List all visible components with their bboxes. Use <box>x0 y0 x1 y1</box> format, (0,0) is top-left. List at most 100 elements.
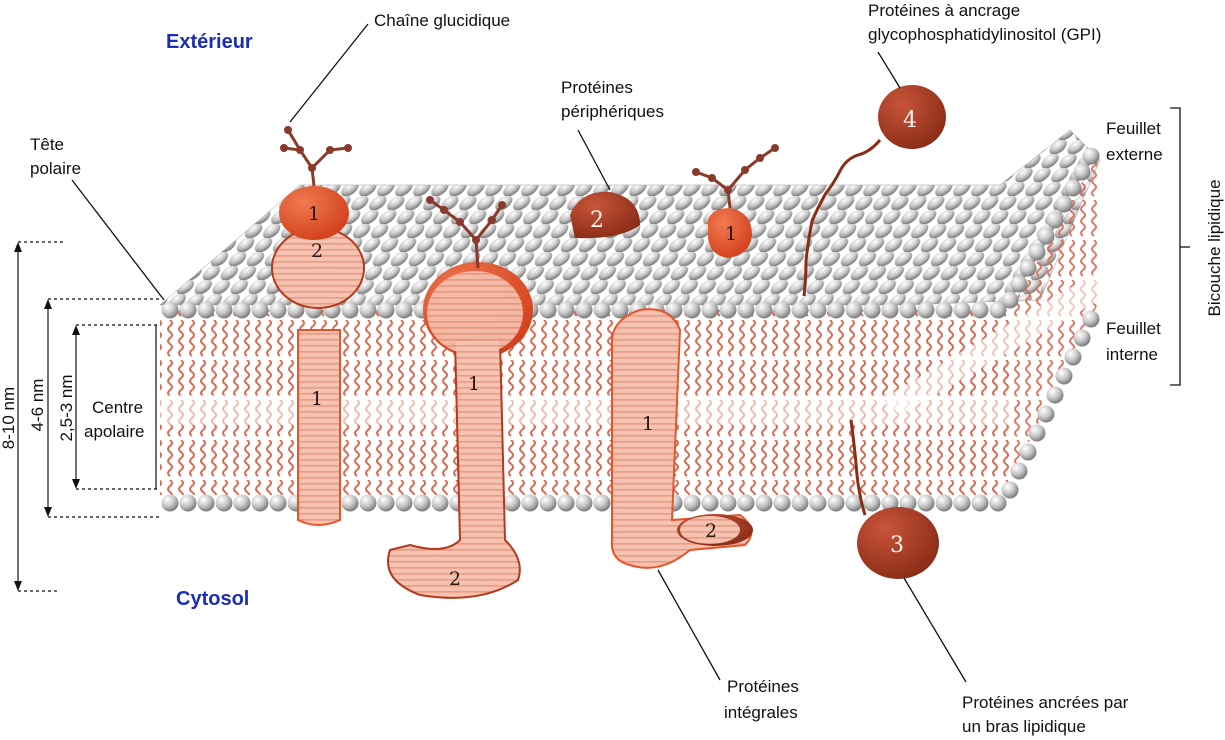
protein-number: 1 <box>725 223 737 245</box>
exterior-label: Extérieur <box>166 31 253 53</box>
lipid-head <box>845 494 863 512</box>
lipid-head <box>1055 195 1073 213</box>
lipid-head <box>269 301 287 319</box>
lipid-head <box>539 301 557 319</box>
gpi-anchored-protein: 4 <box>802 85 946 297</box>
integral-label-line1: Protéines <box>727 677 799 696</box>
inner-leaflet-label-line1: Feuillet <box>1106 319 1161 338</box>
lipid-head <box>791 494 809 512</box>
lipid-head <box>719 301 737 319</box>
bilayer-label: Bicouche lipidique <box>1205 179 1224 316</box>
protein-number: 3 <box>890 533 904 558</box>
lipid-head <box>773 494 791 512</box>
lipid-head <box>935 301 953 319</box>
lipid-head <box>395 301 413 319</box>
lipid-head <box>539 494 557 512</box>
lipid-head <box>809 494 827 512</box>
lipid-head <box>1037 227 1055 245</box>
lipid-head <box>557 494 575 512</box>
lipid-head <box>1064 348 1082 366</box>
protein-number: 1 <box>468 373 480 395</box>
lipid-head <box>1010 275 1028 293</box>
lipid-head <box>899 494 917 512</box>
lipid-head <box>215 494 233 512</box>
protein-number: 2 <box>590 208 604 233</box>
lipid-head <box>233 301 251 319</box>
lipid-head <box>1019 443 1037 461</box>
peripheral-protein-2: 2 <box>570 191 640 239</box>
lipid-head <box>827 494 845 512</box>
lipid-head <box>1019 259 1037 277</box>
lipid-head <box>989 301 1007 319</box>
lipid-head <box>431 494 449 512</box>
lipid-head <box>359 494 377 512</box>
lipid-head <box>683 494 701 512</box>
gpi-label-line2: glycophosphatidylinositol (GPI) <box>868 25 1101 44</box>
lipid-head <box>1010 462 1028 480</box>
lipid-head <box>1073 329 1091 347</box>
lipid-anchor-label-line2: un bras lipidique <box>962 717 1086 736</box>
lipid-head <box>1064 179 1082 197</box>
polar-head-label-line2: polaire <box>30 159 81 178</box>
lipid-head <box>413 494 431 512</box>
inner-leaflet-label-line2: interne <box>1106 345 1158 364</box>
lipid-head <box>1001 291 1019 309</box>
integral-protein-middle: 1 2 <box>387 262 533 599</box>
gpi-label-line1: Protéines à ancrage <box>868 1 1020 20</box>
lipid-head <box>1046 211 1064 229</box>
sugar-residues <box>280 126 779 244</box>
lipid-head <box>395 494 413 512</box>
lipid-head <box>1028 243 1046 261</box>
lipid-head <box>683 301 701 319</box>
lipid-head <box>1046 386 1064 404</box>
dimension-markers <box>14 241 160 592</box>
lipid-head <box>953 494 971 512</box>
lipid-head <box>737 301 755 319</box>
lipid-head <box>935 494 953 512</box>
lipid-head <box>989 494 1007 512</box>
lipid-head <box>917 494 935 512</box>
lipid-head <box>773 301 791 319</box>
protein-number: 4 <box>903 108 917 133</box>
protein-number: 2 <box>449 568 461 590</box>
lipid-head <box>917 301 935 319</box>
lipid-head <box>719 494 737 512</box>
lipid-head <box>377 301 395 319</box>
lipid-head <box>755 301 773 319</box>
lipid-anchored-protein: 3 <box>849 419 939 579</box>
lipid-head <box>1073 163 1091 181</box>
lipid-head <box>827 301 845 319</box>
lipid-head <box>791 301 809 319</box>
protein-number: 2 <box>705 520 717 542</box>
lipid-head <box>971 301 989 319</box>
lipid-head <box>1082 147 1100 165</box>
lipid-head <box>953 301 971 319</box>
outer-leaflet-label-line2: externe <box>1106 145 1163 164</box>
peripheral-protein-top-left: 1 <box>279 186 349 240</box>
lipid-head <box>701 301 719 319</box>
polar-head-label-line1: Tête <box>30 135 64 154</box>
lipid-head <box>755 494 773 512</box>
peripheral-label-line1: Protéines <box>561 78 633 97</box>
lipid-head <box>1037 405 1055 423</box>
protein-number: 1 <box>308 203 320 225</box>
lipid-head <box>611 301 629 319</box>
lipid-anchor-label-line1: Protéines ancrées par <box>962 693 1129 712</box>
peripheral-label-line2: périphériques <box>561 102 664 121</box>
lipid-head <box>1082 310 1100 328</box>
lipid-head <box>593 494 611 512</box>
lipid-head <box>251 494 269 512</box>
lipid-head <box>575 494 593 512</box>
lipid-head <box>179 494 197 512</box>
lipid-head <box>269 494 287 512</box>
lipid-head <box>341 494 359 512</box>
lipid-head <box>809 301 827 319</box>
protein-number: 2 <box>311 240 323 262</box>
lipid-head <box>503 494 521 512</box>
dimension-total-label: 8-10 nm <box>0 387 18 449</box>
glycoprotein-1: 1 <box>708 208 752 258</box>
lipid-head <box>1001 481 1019 499</box>
integral-protein-right: 1 2 <box>610 308 753 569</box>
lipid-head <box>233 494 251 512</box>
